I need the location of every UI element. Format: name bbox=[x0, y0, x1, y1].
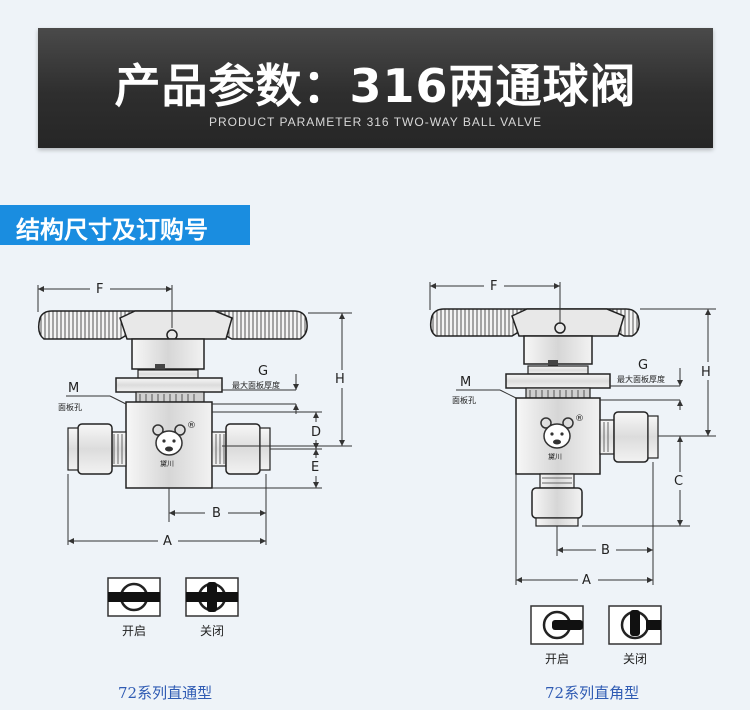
left-m-note: 面板孔 bbox=[58, 402, 82, 412]
left-valve-diagram: ® 黛川 bbox=[37, 282, 352, 638]
right-logo-text: 黛川 bbox=[548, 452, 562, 461]
right-valve-diagram: ® 黛川 bbox=[429, 279, 716, 666]
left-logo-mark: ® bbox=[187, 421, 196, 431]
right-bear-logo-icon bbox=[540, 417, 574, 449]
section-title: 结构尺寸及订购号 bbox=[16, 216, 208, 244]
left-handle bbox=[37, 310, 308, 372]
left-panel-nut bbox=[115, 377, 223, 393]
left-dim-F: F bbox=[96, 282, 103, 297]
right-dim-A: A bbox=[582, 573, 591, 588]
banner-title: 产品参数：316两通球阀 bbox=[114, 59, 637, 113]
right-caption: 72系列直角型 bbox=[545, 684, 640, 702]
right-open-state-icon bbox=[530, 605, 584, 645]
banner-subtitle: PRODUCT PARAMETER 316 TWO-WAY BALL VALVE bbox=[209, 115, 542, 129]
right-dim-B: B bbox=[601, 543, 610, 558]
left-dim-G: G bbox=[258, 364, 268, 379]
left-close-state-icon bbox=[185, 577, 239, 617]
right-close-state-icon bbox=[608, 605, 662, 645]
right-dim-G: G bbox=[638, 358, 648, 373]
right-handle bbox=[429, 308, 640, 368]
right-open-label: 开启 bbox=[545, 652, 569, 666]
right-dim-C: C bbox=[674, 474, 683, 489]
left-open-state-icon bbox=[107, 577, 161, 617]
right-fitting-bottom bbox=[531, 473, 583, 527]
section-tag: 结构尺寸及订购号 bbox=[0, 205, 250, 245]
left-dim-E: E bbox=[311, 460, 319, 475]
right-close-label: 关闭 bbox=[623, 652, 647, 666]
left-dim-B: B bbox=[212, 506, 221, 521]
left-fitting-right bbox=[211, 423, 271, 475]
right-panel-nut bbox=[505, 373, 611, 389]
right-dim-H: H bbox=[701, 365, 711, 380]
right-dim-F: F bbox=[490, 279, 497, 294]
left-fitting-left bbox=[67, 423, 127, 475]
left-caption: 72系列直通型 bbox=[118, 684, 213, 702]
right-logo-mark: ® bbox=[575, 414, 584, 424]
header-banner: 产品参数：316两通球阀 PRODUCT PARAMETER 316 TWO-W… bbox=[38, 28, 713, 148]
left-dim-D: D bbox=[311, 425, 321, 440]
right-m-note: 面板孔 bbox=[452, 395, 476, 405]
right-g-note: 最大面板厚度 bbox=[617, 374, 665, 384]
left-open-label: 开启 bbox=[122, 624, 146, 638]
left-close-label: 关闭 bbox=[200, 624, 224, 638]
left-dim-A: A bbox=[163, 534, 172, 549]
right-fitting-side bbox=[599, 411, 659, 463]
left-bear-logo-icon bbox=[152, 424, 186, 456]
right-dim-M: M bbox=[460, 375, 471, 390]
left-logo-text: 黛川 bbox=[160, 459, 174, 468]
left-dim-M: M bbox=[68, 381, 79, 396]
left-g-note: 最大面板厚度 bbox=[232, 380, 280, 390]
left-dim-H: H bbox=[335, 372, 345, 387]
